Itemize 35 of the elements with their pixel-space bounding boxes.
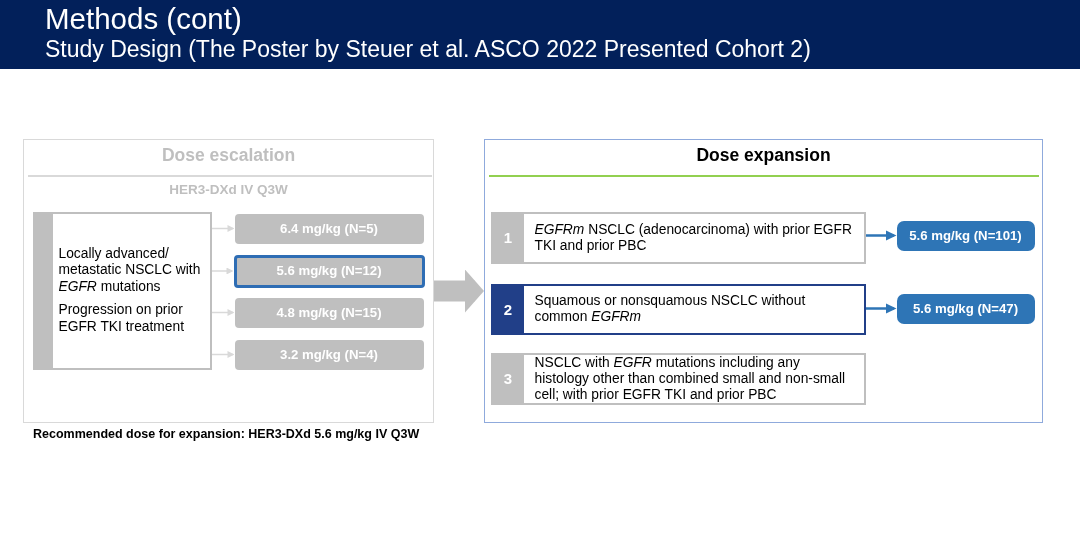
dose-label: 5.6 mg/kg (N=47): [912, 300, 1019, 317]
section-heading: Dose escalation: [161, 145, 296, 165]
dose-label: 5.6 mg/kg (N=12): [276, 263, 382, 279]
dose-pill: [234, 297, 424, 328]
criteria-text: Locally advanced/ metastatic NSCLC with EGFR mutations: [58, 245, 202, 296]
arrow: [865, 230, 897, 241]
slide-title: Methods (cont): [45, 2, 242, 36]
dose-label: 6.4 mg/kg (N=5): [280, 220, 378, 237]
dose-label: 3.2 mg/kg (N=4): [280, 346, 378, 363]
cohort-number: 2: [492, 285, 524, 333]
dose-pill: [234, 213, 424, 244]
slide-subtitle: Study Design (The Poster by Steuer et al. ASCO 2022 Presented Cohort 2): [45, 36, 811, 63]
cohort-card: [490, 352, 866, 405]
section-panel: [484, 139, 1043, 423]
recommendation-note: Recommended dose for expansion: HER3-DXd 5.6 mg/kg IV Q3W: [33, 426, 420, 442]
section-panel: [23, 139, 434, 423]
block-arrow: [434, 269, 484, 313]
criteria-text: Progression on prior EGFR TKI treatment: [58, 302, 185, 336]
dose-pill: [233, 254, 425, 288]
dose-label: 4.8 mg/kg (N=15): [276, 304, 382, 321]
cohort-description: NSCLC with EGFR mutations including any histology other than combined small and non-small cell; with prior EGFR TKI and prior PBC: [534, 354, 847, 403]
dose-label: 5.6 mg/kg (N=101): [909, 227, 1022, 244]
section-subheading: HER3-DXd IV Q3W: [169, 182, 288, 198]
cohort-description: Squamous or nonsquamous NSCLC without common EGFRm: [534, 292, 807, 326]
dose-pill: [896, 293, 1035, 324]
dose-pill: [234, 339, 424, 370]
cohort-card: [490, 211, 866, 264]
dose-pill: [896, 220, 1035, 251]
cohort-card: [490, 283, 866, 335]
eligibility-card: [32, 211, 212, 370]
cohort-number: 3: [492, 354, 524, 403]
arrow: [865, 303, 897, 314]
cohort-description: EGFRm NSCLC (adenocarcinoma) with prior EGFR TKI and prior PBC: [534, 221, 853, 254]
cohort-number: 1: [492, 213, 524, 262]
section-heading: Dose expansion: [696, 145, 831, 165]
